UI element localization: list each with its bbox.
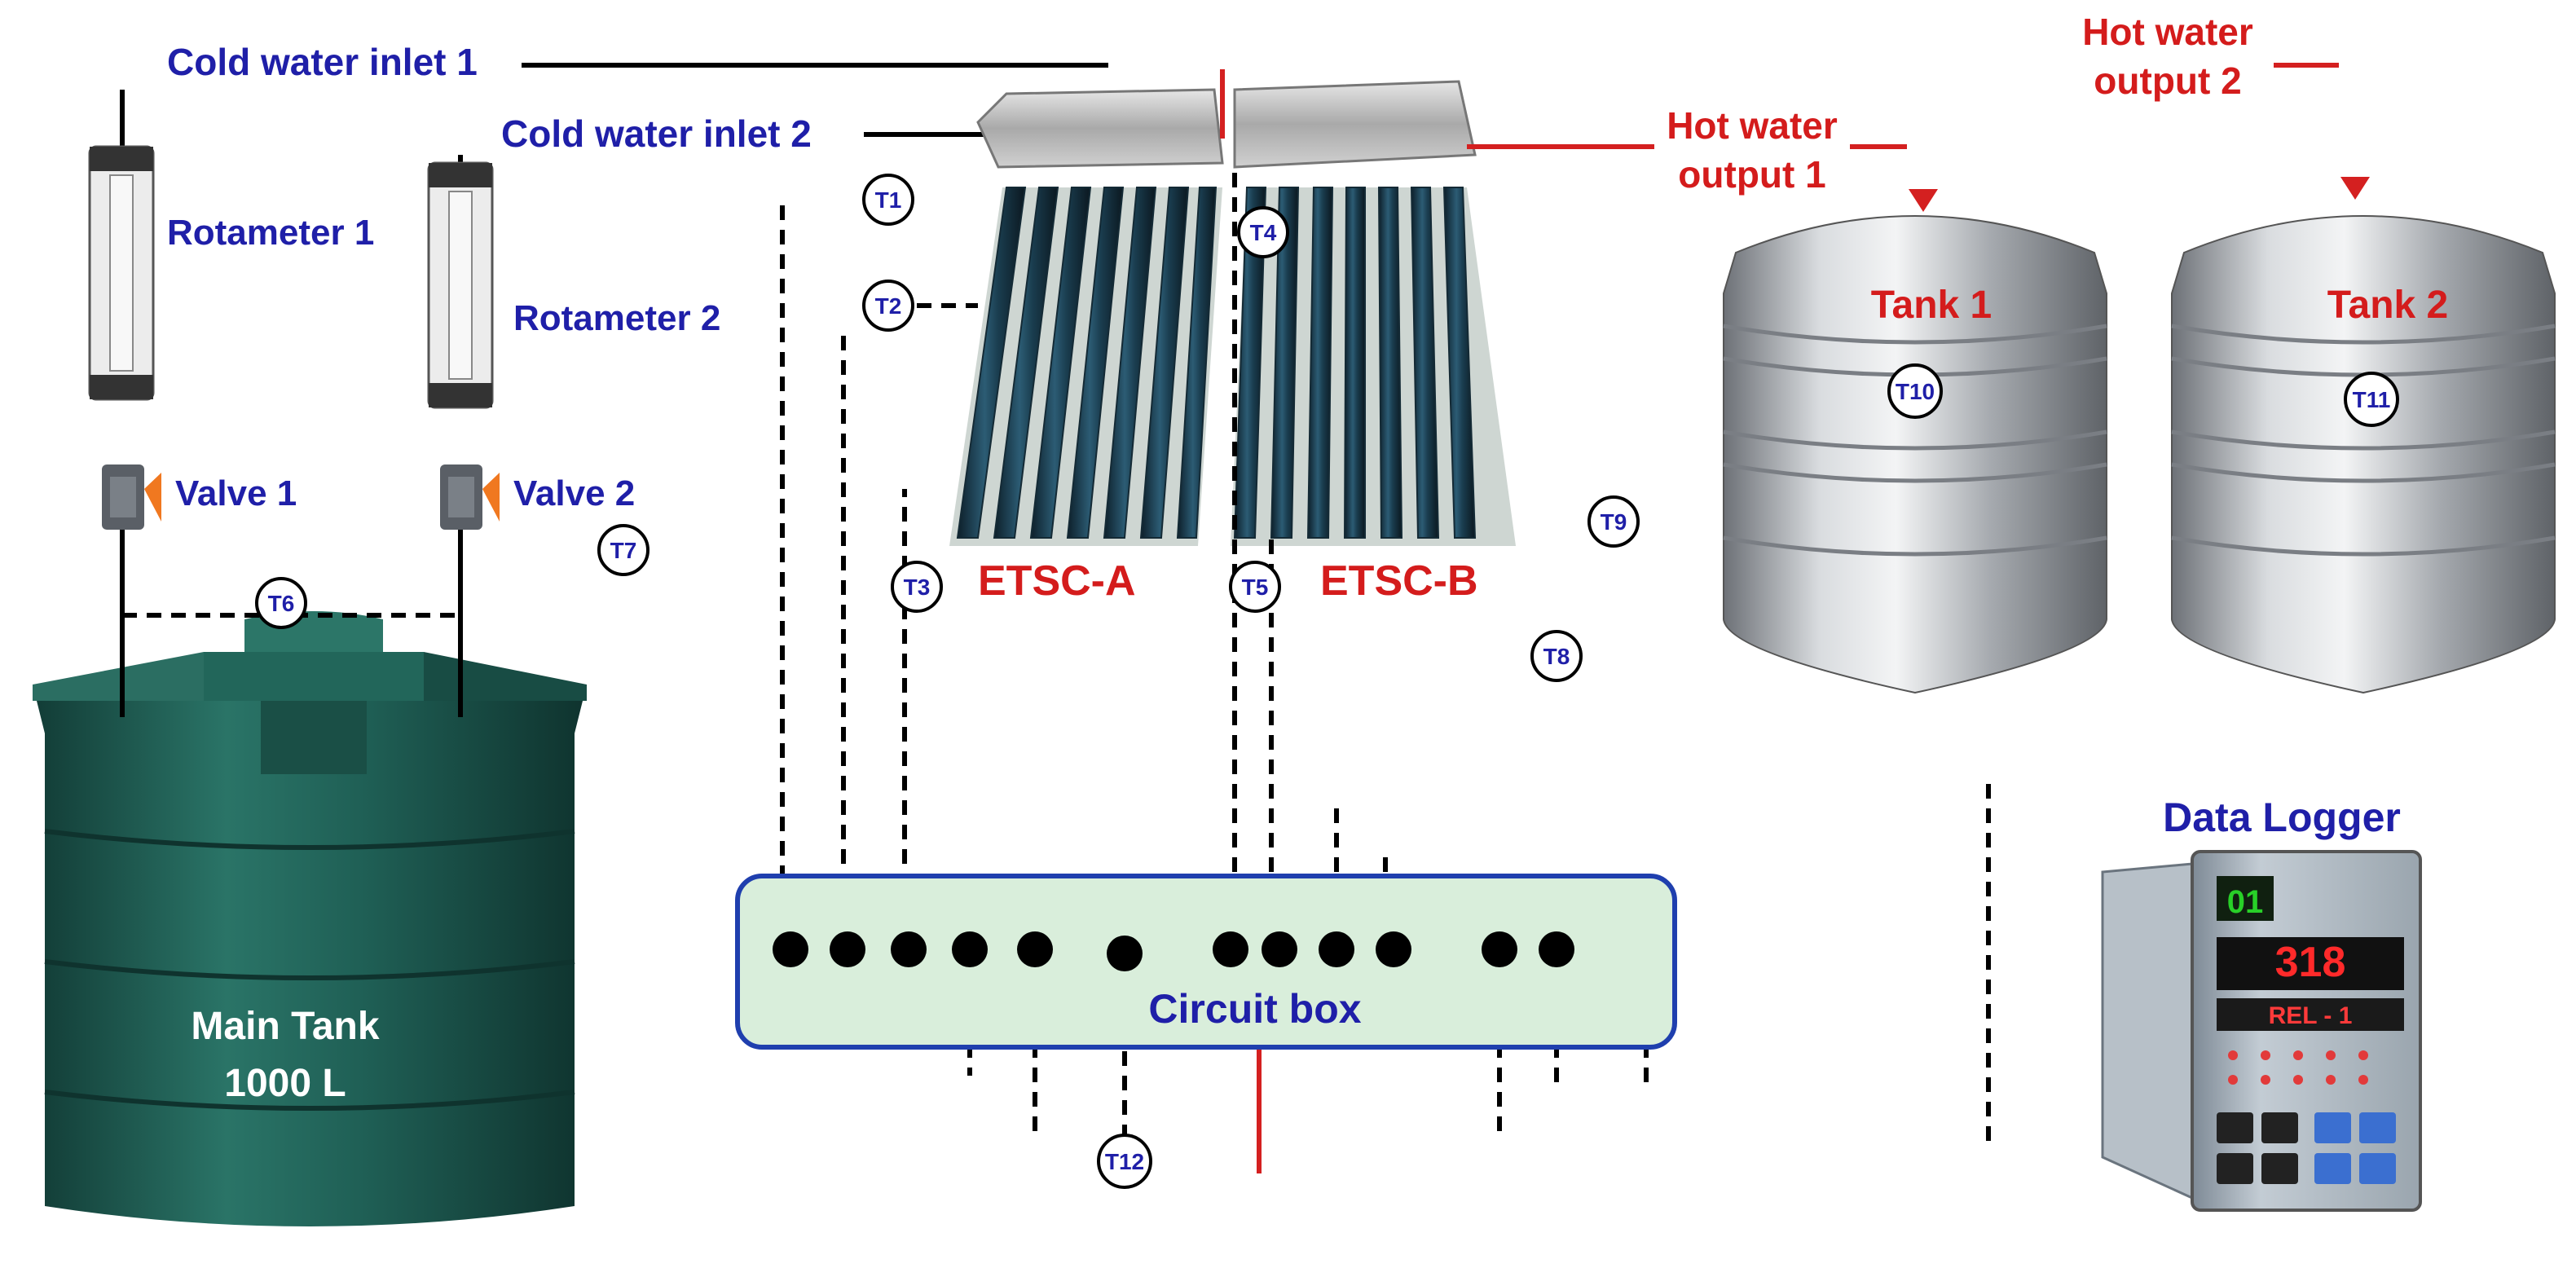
- etsc-b-label: ETSC-B: [1320, 557, 1478, 605]
- main-tank-label-line2: 1000 L: [224, 1062, 346, 1105]
- valve-2: [440, 464, 500, 530]
- rotameter-2: [427, 161, 494, 409]
- cold-inlet-1-label: Cold water inlet 1: [167, 41, 478, 83]
- sensor-t1: T1: [862, 174, 914, 226]
- rotameter-2-label: Rotameter 2: [513, 298, 720, 338]
- hot-water-arrows: [1909, 177, 2370, 212]
- circuit-terminals: [773, 931, 1574, 971]
- svg-text:T4: T4: [1250, 220, 1277, 245]
- hot-output-1-line2: output 1: [1678, 153, 1825, 196]
- circuit-box: Circuit box: [735, 874, 1677, 1050]
- valve-1: [102, 464, 161, 530]
- sensor-t11: T11: [2344, 372, 2399, 427]
- sensor-t12: T12: [1097, 1134, 1152, 1189]
- svg-text:T5: T5: [1242, 575, 1269, 600]
- svg-text:T10: T10: [1896, 379, 1935, 404]
- data-logger: 01 318 REL - 1 Data Logger: [2101, 795, 2422, 1212]
- hot-output-1-line1: Hot water: [1667, 104, 1838, 147]
- svg-text:T6: T6: [268, 591, 295, 616]
- valve-1-label: Valve 1: [175, 473, 297, 513]
- etsc-a-collector: [949, 88, 1224, 546]
- svg-text:T1: T1: [875, 187, 902, 213]
- tank-1-label: Tank 1: [1871, 284, 1993, 327]
- svg-text:T12: T12: [1105, 1149, 1144, 1174]
- etsc-b-collector: [1231, 80, 1516, 546]
- logger-display-top: 01: [2227, 884, 2264, 920]
- tank-2: Tank 2: [2171, 215, 2556, 694]
- rotameter-1: [88, 145, 155, 401]
- svg-text:T2: T2: [875, 293, 902, 319]
- sensor-t10: T10: [1887, 363, 1943, 419]
- sensor-t8: T8: [1530, 630, 1583, 682]
- svg-text:T9: T9: [1601, 509, 1627, 535]
- cold-inlet-2-label: Cold water inlet 2: [501, 112, 812, 155]
- valve-2-label: Valve 2: [513, 473, 635, 513]
- hot-output-2-line1: Hot water: [2082, 11, 2253, 53]
- sensor-t3: T3: [891, 561, 943, 613]
- logger-display-bottom: REL - 1: [2269, 1002, 2353, 1029]
- component-labels: Cold water inlet 1 Cold water inlet 2 Ro…: [167, 11, 2253, 605]
- rotameter-1-label: Rotameter 1: [167, 213, 374, 253]
- sensor-bubbles: T1 T2 T3 T4 T5 T6 T7 T8 T9 T10 T11 T12: [255, 174, 2399, 1189]
- sensor-t6: T6: [255, 577, 307, 629]
- sensor-t4: T4: [1237, 206, 1289, 258]
- data-logger-label: Data Logger: [2163, 795, 2401, 840]
- svg-text:T8: T8: [1543, 644, 1570, 669]
- sensor-t9: T9: [1587, 495, 1640, 548]
- sensor-t5: T5: [1229, 561, 1281, 613]
- main-tank: Main Tank 1000 L: [33, 611, 587, 1226]
- tank-1: Tank 1: [1723, 215, 2107, 694]
- svg-text:T7: T7: [610, 538, 637, 563]
- hot-output-2-line2: output 2: [2094, 59, 2241, 102]
- etsc-a-label: ETSC-A: [978, 557, 1136, 605]
- sensor-t2: T2: [862, 280, 914, 332]
- circuit-box-label: Circuit box: [1148, 986, 1361, 1032]
- svg-text:T11: T11: [2353, 387, 2391, 412]
- sensor-t7: T7: [597, 524, 650, 576]
- main-tank-label-line1: Main Tank: [191, 1005, 379, 1048]
- tank-2-label: Tank 2: [2327, 284, 2449, 327]
- svg-text:T3: T3: [904, 575, 931, 600]
- logger-display-middle: 318: [2275, 939, 2346, 986]
